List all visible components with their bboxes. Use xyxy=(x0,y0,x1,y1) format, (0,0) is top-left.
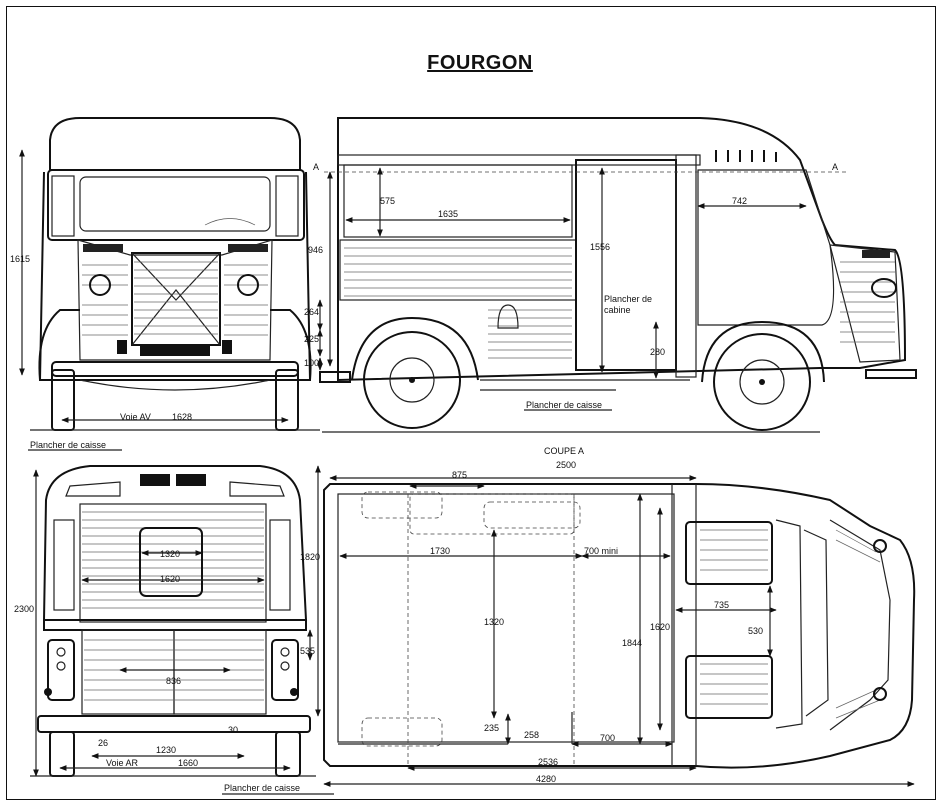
right-headlight xyxy=(237,274,259,296)
dim-plan-1844: 1844 xyxy=(622,638,642,648)
rear-track-label: Voie AR xyxy=(106,758,139,768)
front-track-label: Voie AV xyxy=(120,412,151,422)
dim-plan-1620: 1620 xyxy=(650,622,670,632)
cabin-floor-label-1: Plancher de xyxy=(604,294,652,304)
dim-rear-1620: 1620 xyxy=(160,574,180,584)
dim-plan-735: 735 xyxy=(714,600,729,610)
left-headlight xyxy=(89,274,111,296)
rear-view xyxy=(30,465,334,795)
dim-rear-1820: 1820 xyxy=(300,552,320,562)
dim-front-100: 100 xyxy=(304,358,319,368)
front-view xyxy=(19,117,333,451)
rear-wheel xyxy=(363,331,461,429)
dim-plan-875: 875 xyxy=(452,470,467,480)
cabin-floor-label-2: cabine xyxy=(604,305,631,315)
front-bumper xyxy=(51,361,299,377)
dim-side-280: 280 xyxy=(650,347,665,357)
left-seat xyxy=(685,521,773,585)
section-marker-a-right: A xyxy=(832,162,838,172)
side-sliding-door xyxy=(575,159,677,371)
front-grille xyxy=(131,252,221,346)
dim-plan-1320: 1320 xyxy=(484,617,504,627)
dim-plan-235: 235 xyxy=(484,723,499,733)
dim-rear-30: 30 xyxy=(228,725,238,735)
dim-front-height: 1615 xyxy=(10,254,30,264)
front-track-value: 1628 xyxy=(172,412,192,422)
section-marker-a-left: A xyxy=(313,162,319,172)
front-floor-label: Plancher de caisse xyxy=(30,440,106,450)
drawing-frame xyxy=(6,6,936,800)
dim-plan-258: 258 xyxy=(524,730,539,740)
dim-plan-4280: 4280 xyxy=(536,774,556,784)
front-wheel xyxy=(713,333,811,431)
dim-plan-2536: 2536 xyxy=(538,757,558,767)
dim-rear-26: 26 xyxy=(98,738,108,748)
dim-side-1556: 1556 xyxy=(590,242,610,252)
dim-plan-530: 530 xyxy=(748,626,763,636)
drawing-title: FOURGON xyxy=(427,52,533,74)
windshield xyxy=(79,176,271,232)
dim-plan-700-mini: 700 mini xyxy=(584,546,618,556)
right-seat xyxy=(685,655,773,719)
dim-rear-535: 535 xyxy=(300,646,315,656)
side-view xyxy=(319,117,917,433)
dim-rear-1230: 1230 xyxy=(156,745,176,755)
dim-plan-700: 700 xyxy=(600,733,615,743)
rear-floor-label: Plancher de caisse xyxy=(224,783,300,793)
dim-rear-1320: 1320 xyxy=(160,549,180,559)
section-a-label: COUPE A xyxy=(544,446,584,456)
dim-front-264: 264 xyxy=(304,307,319,317)
plan-section-view xyxy=(323,475,916,787)
side-floor-label: Plancher de caisse xyxy=(526,400,602,410)
dim-side-1635: 1635 xyxy=(438,209,458,219)
rear-window xyxy=(139,527,203,597)
dim-side-742: 742 xyxy=(732,196,747,206)
dim-side-575: 575 xyxy=(380,196,395,206)
rear-track-value: 1660 xyxy=(178,758,198,768)
dim-front-946: 946 xyxy=(308,245,323,255)
dim-rear-2300: 2300 xyxy=(14,604,34,614)
dim-front-225: 225 xyxy=(304,334,319,344)
dim-plan-1730: 1730 xyxy=(430,546,450,556)
dim-rear-836: 836 xyxy=(166,676,181,686)
dim-plan-2500: 2500 xyxy=(556,460,576,470)
